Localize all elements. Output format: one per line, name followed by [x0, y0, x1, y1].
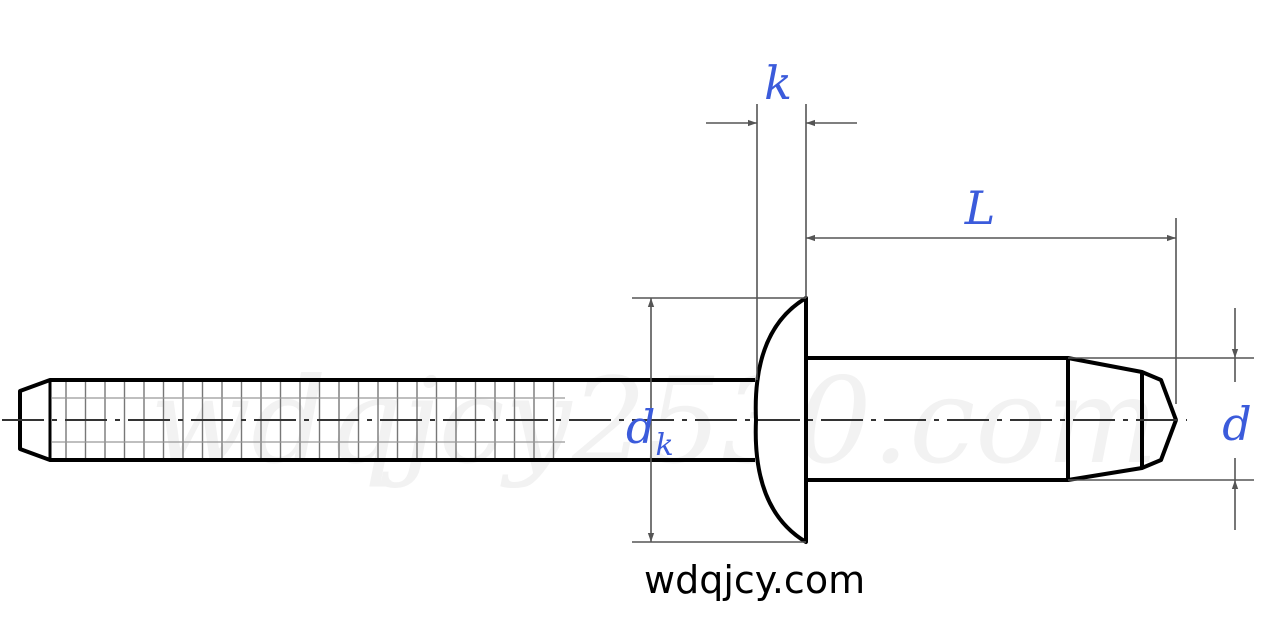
label-d: d: [1222, 397, 1251, 451]
label-dk-base: d: [626, 400, 655, 454]
label-k: k: [764, 56, 792, 110]
label-dk-subscript: k: [655, 428, 673, 463]
site-caption: wdqjcy.com: [644, 558, 866, 602]
dimension-d: d: [1068, 308, 1254, 530]
dimension-k: k: [706, 56, 857, 380]
label-L: L: [964, 181, 996, 235]
dimension-dk: dk: [626, 297, 806, 543]
dimension-L: L: [806, 181, 1177, 404]
label-dk: dk: [626, 400, 674, 463]
